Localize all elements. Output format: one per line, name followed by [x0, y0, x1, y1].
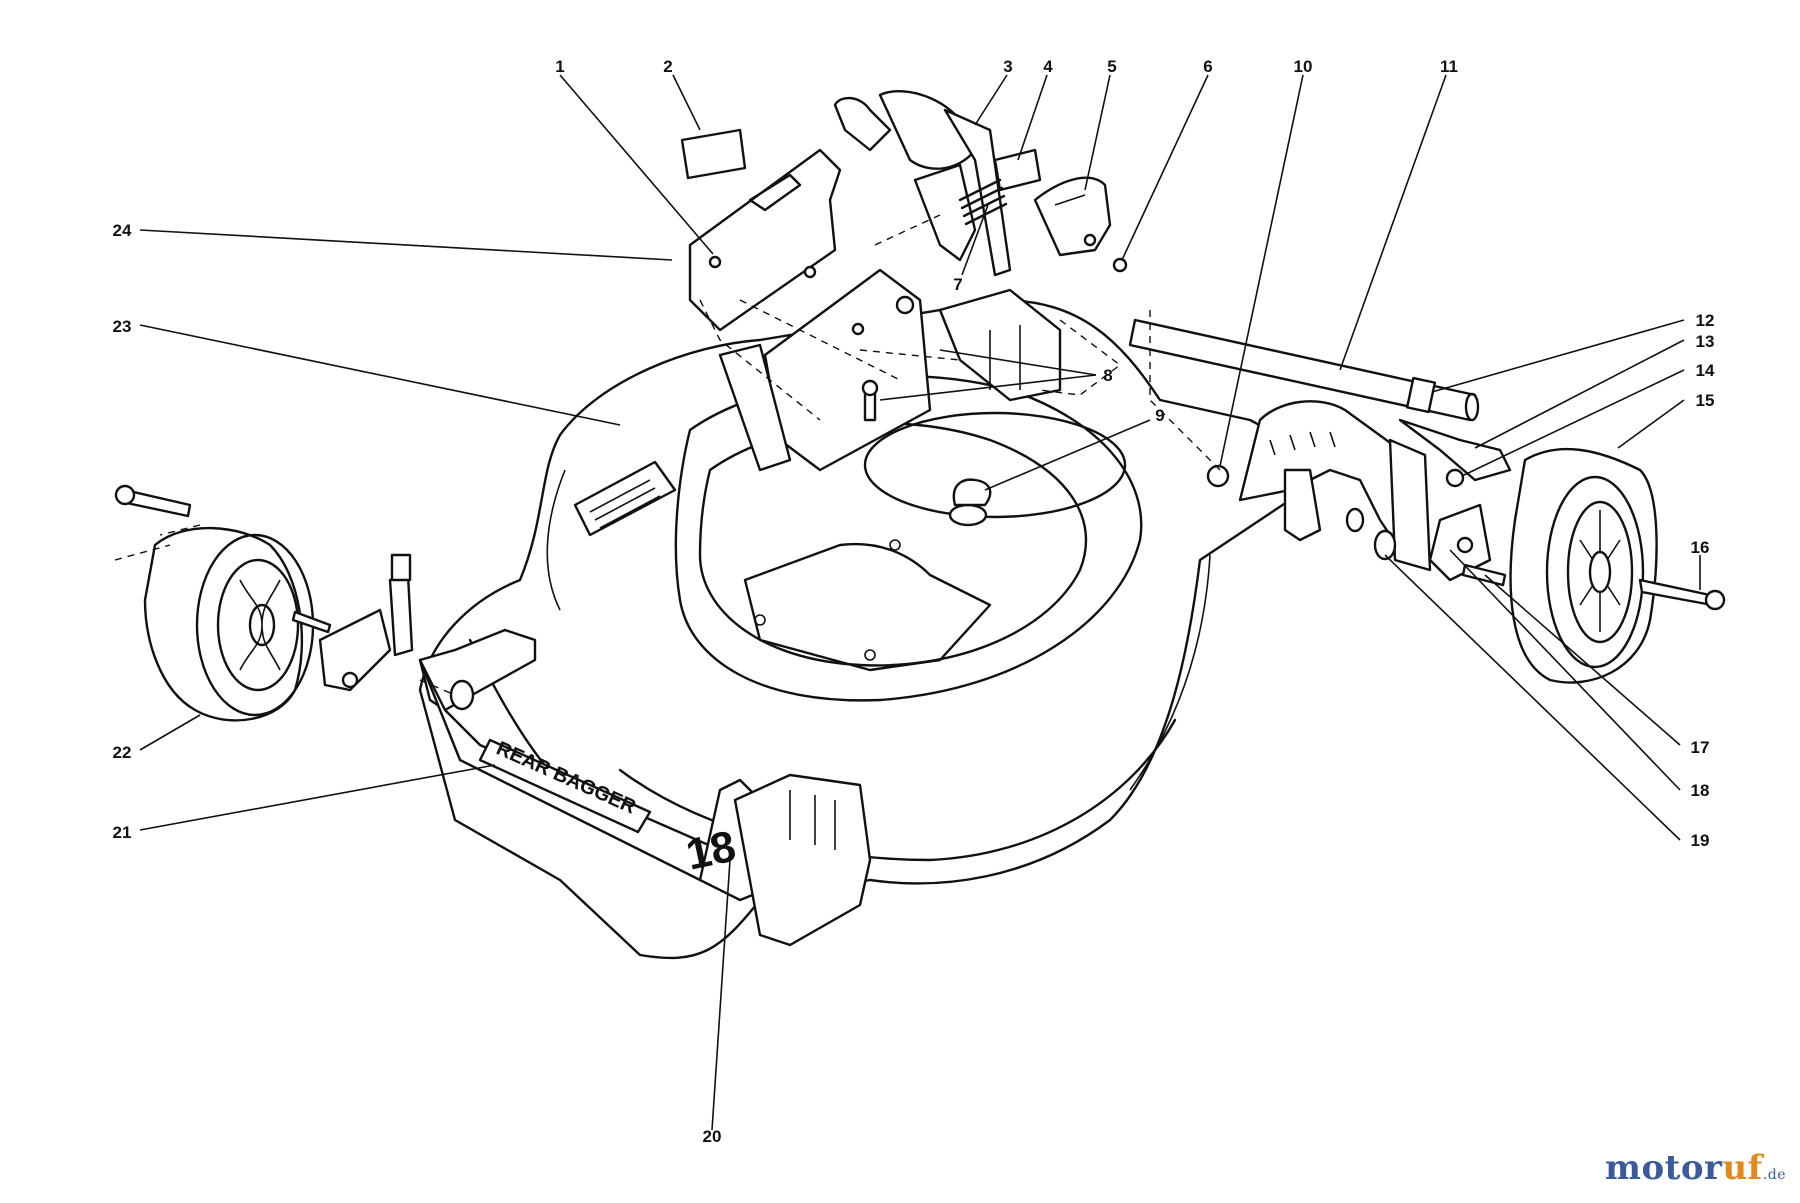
callout-17: 17: [1691, 738, 1710, 757]
callout-3: 3: [1003, 57, 1012, 76]
leader-23: [139, 324, 621, 426]
leader-22: [139, 714, 201, 751]
leader-2: [672, 74, 701, 131]
leader-21: [139, 764, 496, 831]
callout-1: 1: [555, 57, 564, 76]
callout-12: 12: [1696, 311, 1715, 330]
leader-13: [1474, 339, 1685, 449]
callout-6: 6: [1203, 57, 1212, 76]
mower-deck-housing: [418, 298, 1295, 960]
leader-14: [1461, 369, 1685, 477]
leader-12: [1431, 319, 1685, 393]
callout-16: 16: [1691, 538, 1710, 557]
size-badge-text: 18: [682, 822, 740, 880]
callout-9: 9: [1155, 406, 1164, 425]
rear-axle-assembly: [1128, 310, 1512, 587]
left-front-wheel: [114, 484, 475, 722]
leader-15: [1617, 399, 1685, 449]
callout-22: 22: [113, 743, 132, 762]
leader-17: [1484, 574, 1681, 746]
handle-bracket-assembly: [688, 148, 1122, 472]
control-assembly: [680, 90, 1128, 277]
leader-11: [1339, 74, 1447, 371]
callout-7: 7: [953, 275, 962, 294]
callout-5: 5: [1107, 57, 1116, 76]
right-rear-wheel: [1509, 447, 1726, 684]
callout-18: 18: [1691, 781, 1710, 800]
leader-24: [139, 229, 673, 261]
leader-10: [1219, 74, 1304, 467]
size-badge: 18: [682, 822, 740, 880]
leader-9: [984, 419, 1151, 491]
callout-4: 4: [1043, 57, 1053, 76]
leader-8a: [879, 374, 1097, 401]
leader-4: [1017, 74, 1048, 161]
callout-13: 13: [1696, 332, 1715, 351]
leader-lines: [139, 74, 1701, 1131]
leader-5: [1084, 74, 1111, 191]
callout-21: 21: [113, 823, 132, 842]
leader-18: [1449, 549, 1681, 791]
callout-8: 8: [1103, 366, 1112, 385]
leader-20: [711, 859, 731, 1131]
callout-15: 15: [1696, 391, 1715, 410]
leader-1: [559, 74, 714, 255]
callout-23: 23: [113, 317, 132, 336]
watermark-tld: .de: [1762, 1167, 1786, 1183]
brand-watermark: motoruf.de: [1605, 1148, 1786, 1188]
leader-6: [1121, 74, 1209, 261]
watermark-main: motor: [1604, 1148, 1723, 1188]
leader-7: [961, 204, 989, 276]
callout-2: 2: [663, 57, 672, 76]
callout-19: 19: [1691, 831, 1710, 850]
callout-24: 24: [113, 221, 132, 240]
warning-decal: [573, 460, 677, 537]
watermark-accent: uf: [1722, 1148, 1763, 1188]
leader-8b: [939, 349, 1097, 376]
leader-3: [974, 74, 1008, 126]
callout-20: 20: [703, 1127, 722, 1146]
callout-numbers: 1 2 3 4 5 6 7 8 9 10 11 12 13 14 15 16 1…: [113, 57, 1715, 1146]
callout-10: 10: [1294, 57, 1313, 76]
leader-19: [1384, 554, 1681, 841]
callout-11: 11: [1440, 57, 1458, 76]
callout-14: 14: [1696, 361, 1715, 380]
